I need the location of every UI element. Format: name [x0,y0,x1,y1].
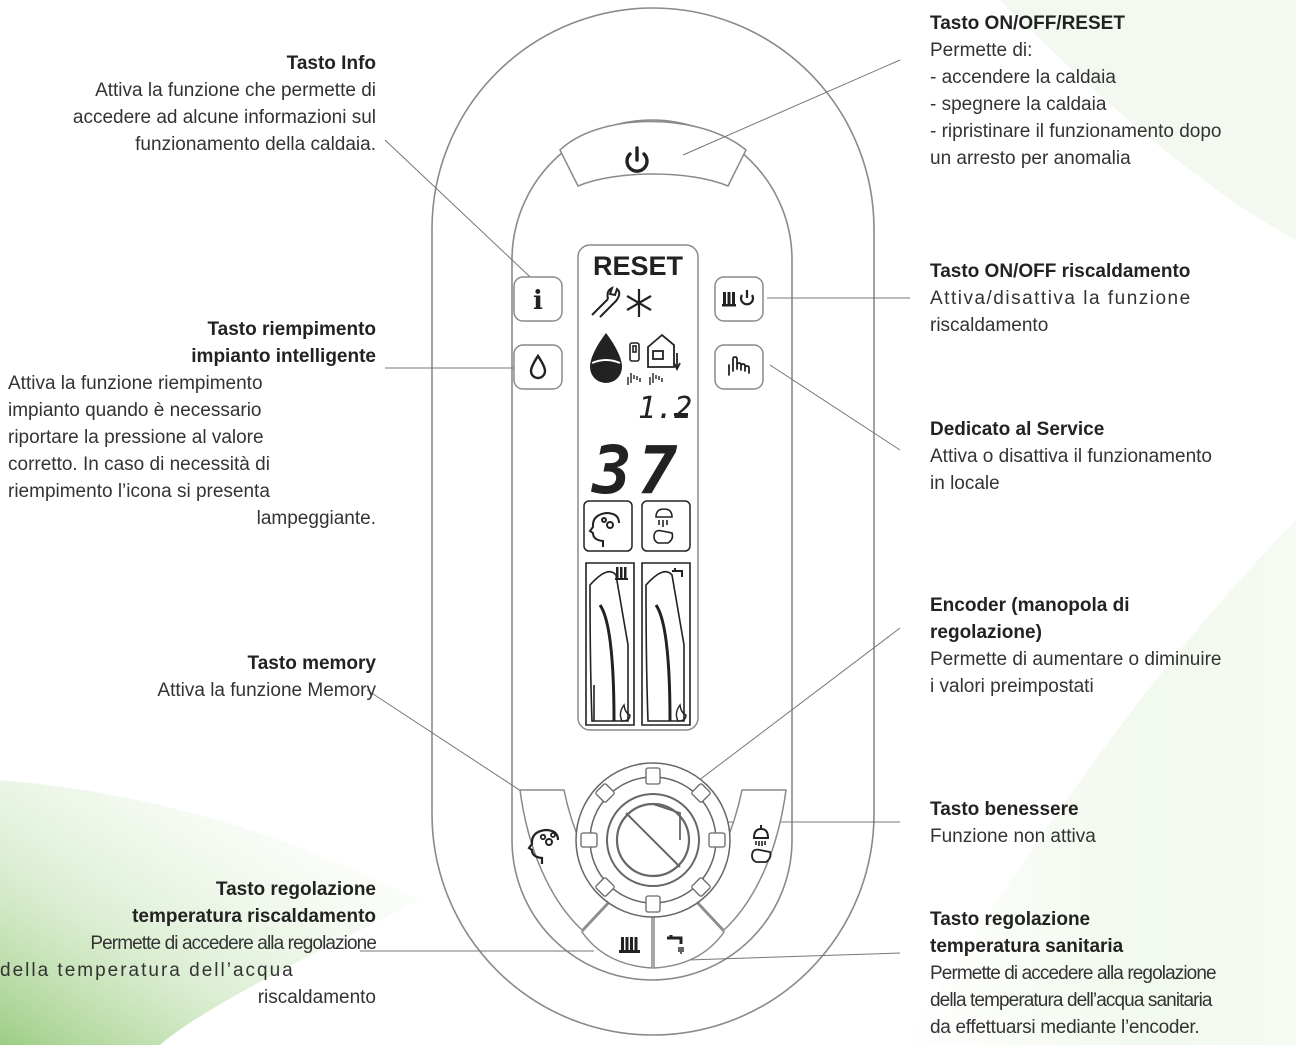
annotation-line: - accendere la caldaia [930,67,1116,88]
annotation-onoff-heating: Tasto ON/OFF riscaldamento Attiva/disatt… [930,258,1294,339]
annotation-title: Tasto Info [286,53,376,74]
annotation-line: da effettuarsi mediante l’encoder. [930,1017,1200,1038]
annotation-title: Tasto ON/OFF/RESET [930,13,1125,34]
annotation-line: impianto quando è necessario [8,400,262,421]
annotation-line: lampeggiante. [256,508,376,529]
annotation-line: Permette di: [930,40,1033,61]
annotation-line: i valori preimpostati [930,676,1094,697]
power-button-shape [559,120,747,187]
radiator-icon [619,937,640,953]
annotation-line: corretto. In caso di necessità di [8,454,270,475]
annotation-fill: Tasto riempimento impianto intelligente … [0,316,376,532]
annotation-line: in locale [930,473,1000,494]
dhw-temp-button[interactable] [657,925,697,965]
info-button[interactable]: i [514,277,562,321]
annotation-line: della temperatura dell’acqua [0,960,295,981]
annotation-title: Tasto benessere [930,799,1079,820]
heating-temp-button[interactable] [610,925,650,965]
annotation-dhw-temp: Tasto regolazione temperatura sanitaria … [930,906,1294,1041]
annotation-line: Attiva la funzione Memory [157,680,376,701]
annotation-title: Dedicato al Service [930,419,1105,440]
annotation-line: funzionamento della caldaia. [135,134,376,155]
annotation-comfort: Tasto benessere Funzione non attiva [930,796,1294,850]
annotation-line: - spegnere la caldaia [930,94,1107,115]
annotation-info: Tasto Info Attiva la funzione che permet… [0,50,376,158]
annotation-title: Tasto riempimento [207,319,376,340]
annotation-line: Permette di accedere alla regolazione [90,933,377,954]
annotation-heating-temp: Tasto regolazione temperatura riscaldame… [0,876,377,1011]
annotation-line: accedere ad alcune informazioni sul [72,107,376,128]
annotation-title: Tasto memory [247,653,376,674]
temperature-value: 37 [591,432,683,509]
house-icon [647,333,681,372]
lcd-shower-icon [653,508,674,544]
tap-icon [667,935,684,954]
fill-button[interactable] [514,345,562,389]
annotation-line: riempimento l’icona si presenta [8,481,270,502]
annotation-service: Dedicato al Service Attiva o disattiva i… [930,416,1294,497]
annotation-title: Tasto regolazione [930,909,1091,930]
remote-icon [629,342,640,362]
comfort-button[interactable] [736,820,786,870]
radiator-power-icon [722,290,755,307]
annotation-line: - ripristinare il funzionamento dopo [930,121,1222,142]
hand-icon [728,356,750,376]
annotation-line: riscaldamento [257,987,376,1008]
reset-indicator: RESET [592,251,684,281]
annotation-line: riportare la pressione al valore [8,427,264,448]
annotation-onoff-reset: Tasto ON/OFF/RESET Permette di: - accend… [930,10,1294,172]
info-icon: i [533,286,543,316]
annotation-title: temperatura sanitaria [930,936,1124,957]
annotation-line: della temperatura dell’acqua sanitaria [930,990,1213,1011]
dhw-level-gauge [641,562,691,726]
annotation-line: riscaldamento [930,315,1049,336]
lcd-display: RESET 1.2 37 [578,245,698,730]
heating-level-gauge [585,562,635,726]
annotation-line: un arresto per anomalia [930,148,1131,169]
lcd-head-gear-icon [588,511,620,547]
lcd-tap-icon [672,568,683,577]
annotation-line: Attiva la funzione riempimento [8,373,263,394]
annotation-line: Permette di accedere alla regolazione [930,963,1217,984]
annotation-title: Tasto ON/OFF riscaldamento [930,261,1191,282]
snowflake-icon [626,289,652,317]
power-button[interactable] [617,140,657,180]
heating-onoff-button[interactable] [715,277,763,321]
lcd-icons: 1.2 37 [583,286,692,726]
annotation-line: Permette di aumentare o diminuire [930,649,1222,670]
water-level-icon [590,333,622,383]
head-gear-icon [527,828,560,864]
service-button[interactable] [715,345,763,389]
lcd-radiator-icon [615,567,628,580]
annotation-encoder: Encoder (manopola di regolazione) Permet… [930,592,1294,700]
svg-text:i: i [533,286,543,316]
encoder-knob-icon [575,762,731,918]
annotation-title: Encoder (manopola di [930,595,1130,616]
annotation-line: Attiva/disattiva la funzione [930,288,1192,309]
annotation-line: Funzione non attiva [930,826,1096,847]
annotation-memory: Tasto memory Attiva la funzione Memory [0,650,376,704]
annotation-title: Tasto regolazione [215,879,376,900]
annotation-title: regolazione) [930,622,1042,643]
wrench-icon [591,286,621,318]
hand-indicators [627,373,663,385]
annotation-line: Attiva o disattiva il funzionamento [930,446,1212,467]
pressure-value: 1.2 [638,391,692,426]
annotation-title: temperatura riscaldamento [132,906,376,927]
power-icon [625,146,649,173]
annotation-line: Attiva la funzione che permette di [95,80,376,101]
flame-icons [619,703,687,722]
water-drop-icon [529,353,547,380]
memory-button[interactable] [520,820,570,870]
shower-hand-icon [751,825,772,863]
annotation-title: impianto intelligente [191,346,376,367]
